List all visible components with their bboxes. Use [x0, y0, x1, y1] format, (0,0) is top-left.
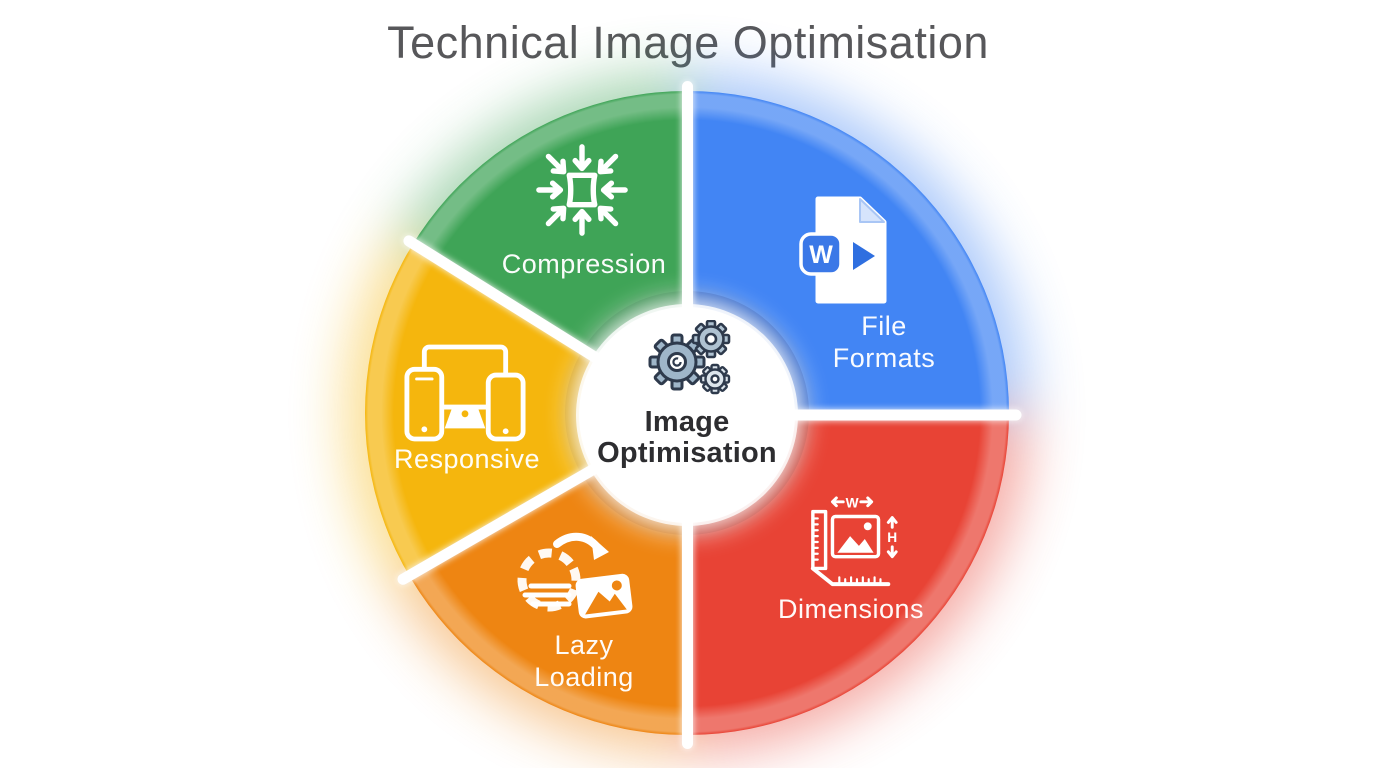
segment-label-file-formats: File Formats: [832, 311, 936, 374]
center-title-line1: Image: [644, 406, 730, 438]
segment-label-lazy-loading: Lazy Loading: [534, 630, 634, 693]
center-title-line2: Optimisation: [597, 436, 777, 469]
segment-divider: [681, 81, 693, 415]
segment-label-responsive: Responsive: [393, 444, 541, 474]
segment-label-dimensions: Dimensions: [777, 594, 925, 624]
segment-label-compression: Compression: [501, 249, 667, 279]
compression-arrows-icon: [533, 141, 631, 239]
gears-icon: [644, 320, 732, 402]
file-formats-icon: W: [798, 196, 896, 304]
svg-text:W: W: [809, 241, 833, 269]
svg-text:W: W: [846, 496, 859, 511]
lazy-loading-icon: [513, 530, 641, 624]
page-title: Technical Image Optimisation: [387, 17, 989, 68]
responsive-devices-icon: [404, 343, 526, 443]
dimensions-icon: W H: [806, 491, 904, 593]
center-title: Image Optimisation: [597, 407, 777, 468]
svg-text:H: H: [887, 530, 897, 545]
